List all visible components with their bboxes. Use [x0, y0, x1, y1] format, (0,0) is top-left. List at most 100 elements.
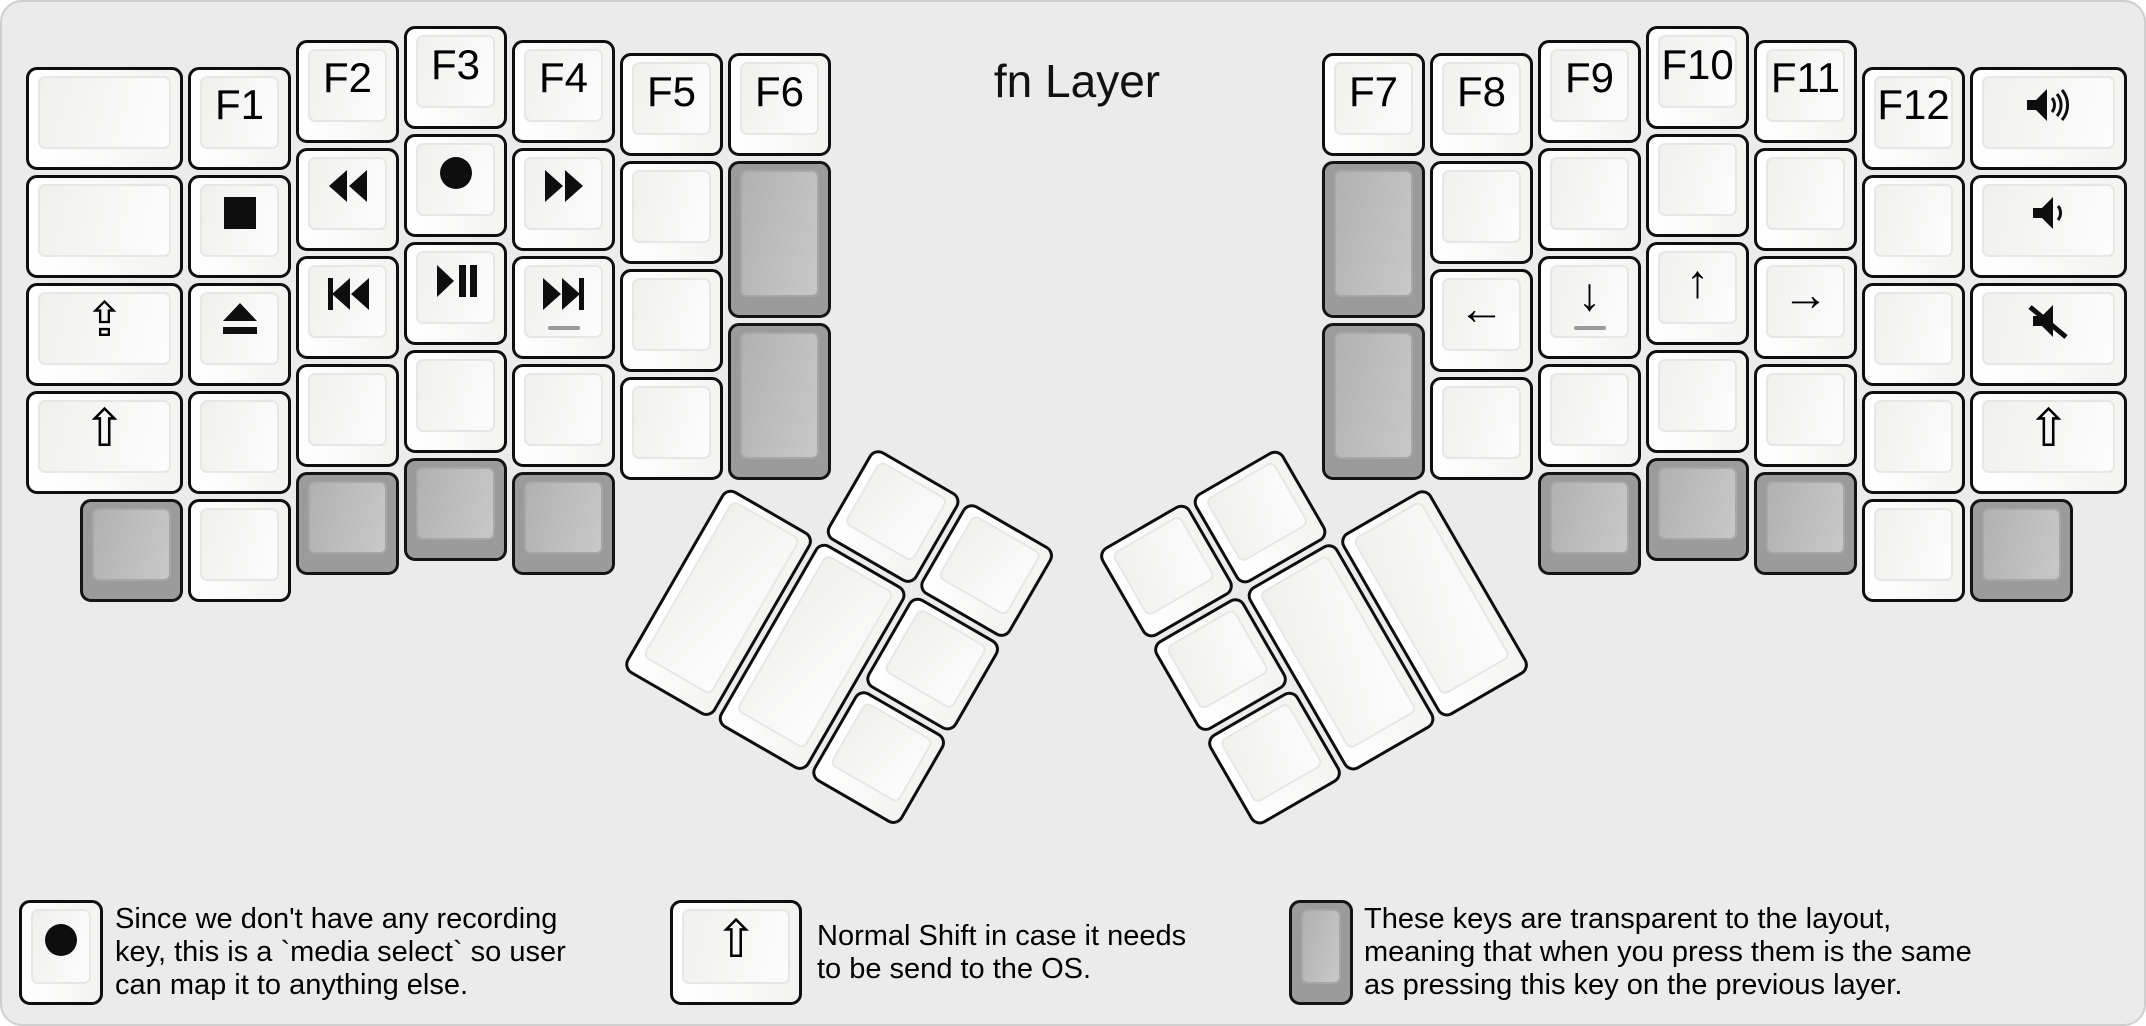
key-f8: F8 — [1430, 53, 1533, 156]
key-f3: F3 — [404, 26, 507, 129]
key-f7-label: F7 — [1348, 67, 1398, 115]
key-arrow-down-label: ↓ — [1578, 268, 1601, 320]
key-shift-left: ⇧ — [26, 390, 183, 494]
key-f4-label: F4 — [538, 54, 588, 101]
key-transparent-surface — [92, 507, 171, 581]
key-blank — [1862, 390, 1965, 494]
key-arrow-right-label: → — [1782, 268, 1829, 320]
key-f5-surface: F5 — [632, 62, 711, 135]
key-blank — [1646, 134, 1749, 237]
key-f4: F4 — [512, 39, 615, 143]
key-blank-surface — [38, 75, 171, 149]
legend-shift-key-surface: ⇧ — [682, 909, 790, 984]
key-caps-lock-surface: ⇪ — [38, 291, 171, 365]
key-eject — [188, 282, 291, 386]
key-blank-surface — [524, 372, 603, 446]
key-blank — [620, 377, 723, 480]
key-blank-surface — [632, 170, 711, 243]
key-transparent — [1322, 323, 1425, 480]
legend-record-key-surface — [31, 909, 91, 984]
key-f9: F9 — [1538, 39, 1641, 143]
key-transparent — [728, 323, 831, 480]
key-f4-surface: F4 — [524, 48, 603, 122]
key-f5: F5 — [620, 53, 723, 156]
key-f6-label: F6 — [754, 67, 804, 115]
key-transparent — [80, 498, 183, 602]
homing-dash — [1573, 325, 1606, 330]
key-transparent — [1646, 458, 1749, 561]
legend-text-2-line-2: to be send to the OS. — [817, 952, 1092, 985]
key-arrow-down-surface: ↓ — [1550, 264, 1629, 338]
key-blank — [1862, 282, 1965, 386]
key-blank-surface — [1874, 399, 1953, 473]
key-transparent-surface — [740, 332, 819, 459]
key-transparent-surface — [308, 480, 387, 554]
key-f9-surface: F9 — [1550, 48, 1629, 122]
layer-title: fn Layer — [993, 55, 1161, 107]
key-f12-label: F12 — [1877, 81, 1950, 128]
key-transparent — [1322, 161, 1425, 318]
key-transparent — [512, 471, 615, 575]
prev-track-icon — [324, 272, 372, 316]
key-blank — [296, 363, 399, 467]
key-blank — [1430, 377, 1533, 480]
key-blank-surface — [829, 701, 935, 804]
key-f10: F10 — [1646, 26, 1749, 129]
key-arrow-left-surface: ← — [1442, 278, 1521, 351]
key-blank — [1538, 363, 1641, 467]
key-play-pause — [404, 242, 507, 345]
key-blank — [620, 269, 723, 372]
key-blank-surface — [1111, 514, 1216, 618]
key-f8-label: F8 — [1456, 67, 1506, 115]
key-transparent-surface — [1550, 480, 1629, 554]
volume-down-icon — [2020, 190, 2078, 236]
key-next-track — [512, 255, 615, 359]
key-blank-surface — [1874, 291, 1953, 365]
key-blank — [26, 174, 183, 278]
key-f6: F6 — [728, 53, 831, 156]
key-blank — [188, 390, 291, 494]
key-rewind — [296, 147, 399, 251]
key-f7-surface: F7 — [1334, 62, 1413, 135]
key-arrow-right-surface: → — [1766, 264, 1845, 338]
key-f7: F7 — [1322, 53, 1425, 156]
key-blank-surface — [1766, 156, 1845, 230]
key-blank — [1754, 147, 1857, 251]
record-icon — [432, 151, 480, 195]
key-blank-surface — [1550, 372, 1629, 446]
legend-record-key — [19, 900, 103, 1005]
key-transparent-surface — [1334, 332, 1413, 459]
key-blank — [1646, 350, 1749, 453]
key-volume-down-surface — [1982, 183, 2115, 257]
key-volume-up — [1970, 66, 2127, 170]
legend-text-3-line-2: meaning that when you press them is the … — [1364, 936, 1972, 968]
key-blank-surface — [308, 372, 387, 446]
key-transparent-surface — [1334, 170, 1413, 297]
key-blank-surface — [38, 183, 171, 257]
key-volume-up-surface — [1982, 75, 2115, 149]
key-shift-left-label: ⇧ — [82, 400, 127, 458]
key-f12-surface: F12 — [1874, 75, 1953, 149]
key-blank-surface — [937, 513, 1043, 617]
key-transparent — [728, 161, 831, 318]
key-f1-surface: F1 — [200, 75, 279, 149]
key-prev-track — [296, 255, 399, 359]
legend-transparent-key-surface — [1301, 909, 1341, 984]
key-blank-surface — [416, 359, 495, 432]
next-track-icon — [540, 272, 588, 316]
key-arrow-up: ↑ — [1646, 242, 1749, 345]
key-transparent-surface — [740, 170, 819, 297]
key-shift-right-surface: ⇧ — [1982, 399, 2115, 473]
key-blank-surface — [1442, 386, 1521, 459]
key-caps-lock-label: ⇪ — [84, 294, 125, 347]
legend-shift-key-label: ⇧ — [714, 910, 758, 969]
key-blank — [620, 161, 723, 264]
key-transparent-surface — [1658, 467, 1737, 540]
legend-transparent-key — [1289, 900, 1353, 1005]
key-blank-surface — [1165, 608, 1270, 711]
key-record-surface — [416, 143, 495, 216]
eject-icon — [216, 299, 264, 343]
key-f1-label: F1 — [214, 81, 264, 128]
